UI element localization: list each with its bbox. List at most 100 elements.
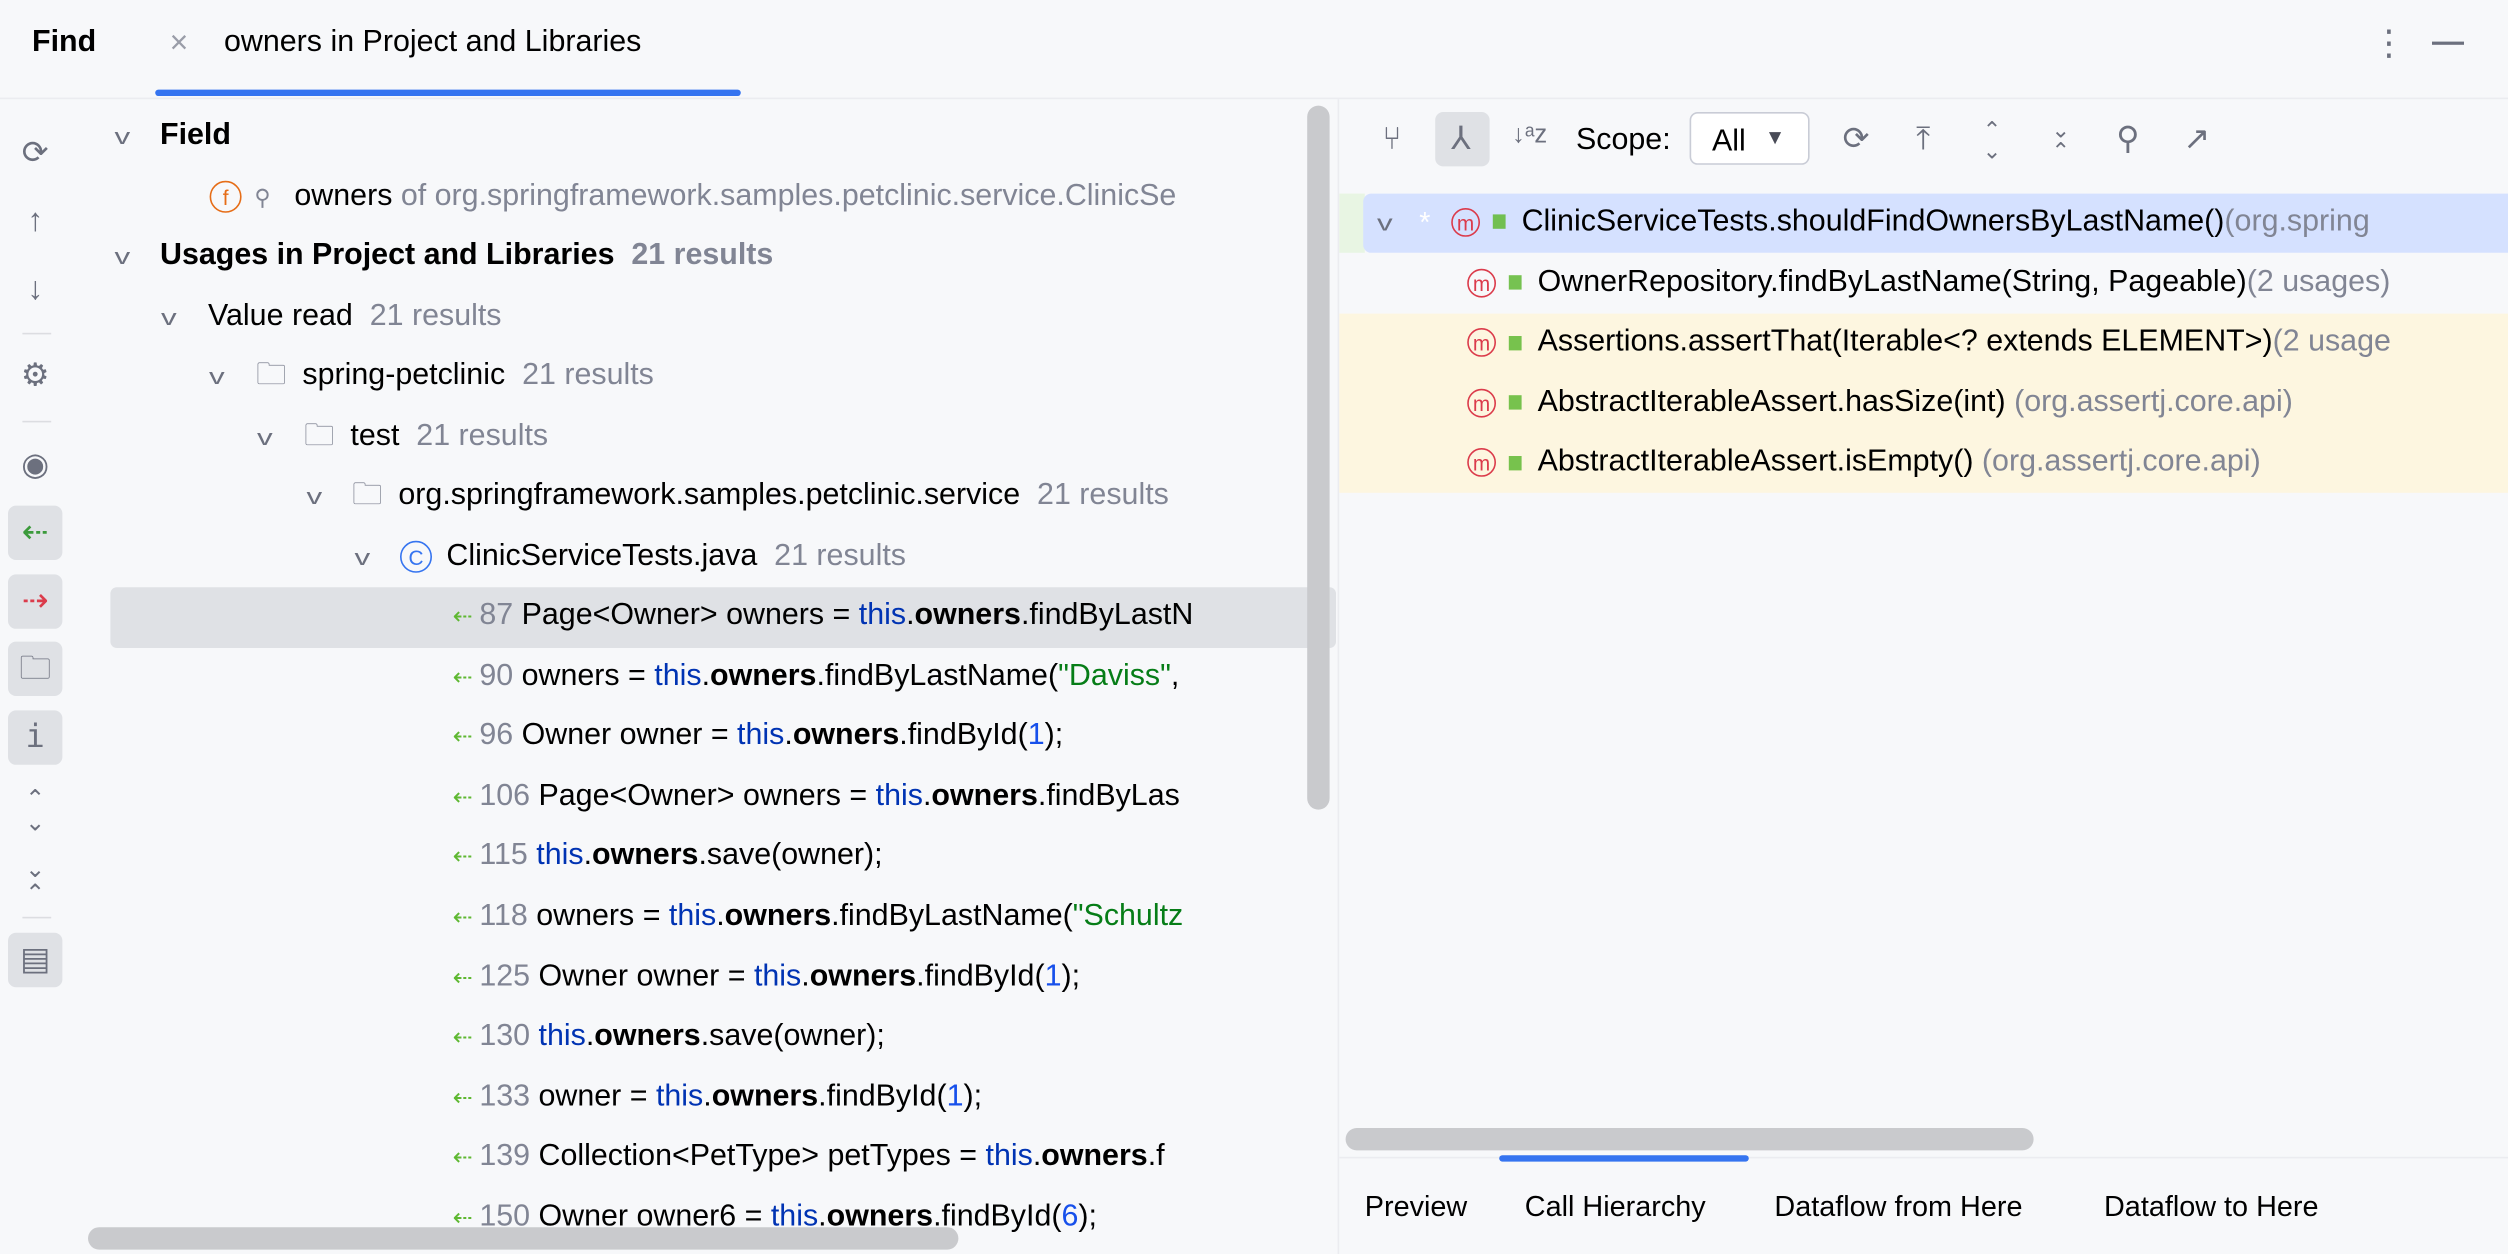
- collapse-all-icon[interactable]: ⌄⌃: [2051, 116, 2071, 163]
- read-access-icon: ⇠: [452, 1144, 473, 1172]
- field-icon: f: [209, 180, 242, 213]
- code-fragment: .: [703, 1079, 712, 1114]
- tab-dataflow-from-here[interactable]: Dataflow from Here: [1774, 1190, 2023, 1223]
- code-fragment: );: [1061, 959, 1081, 993]
- code-fragment: owners: [594, 1019, 701, 1054]
- callee-hierarchy-icon[interactable]: ⅄: [1451, 121, 1471, 157]
- horizontal-scrollbar[interactable]: [88, 1227, 959, 1250]
- tab-call-hierarchy[interactable]: Call Hierarchy: [1524, 1190, 1706, 1223]
- usage-line[interactable]: ⇠87 Page<Owner> owners = this.owners.fin…: [453, 587, 1194, 645]
- chevron-down-icon[interactable]: v: [1376, 209, 1393, 236]
- code-fragment: Owner owner =: [538, 959, 754, 993]
- code-fragment: owners: [792, 718, 900, 753]
- close-icon[interactable]: ×: [169, 25, 189, 61]
- collapse-all-icon[interactable]: ⌄⌃: [25, 856, 46, 908]
- tab-owners[interactable]: owners in Project and Libraries: [224, 25, 642, 60]
- usage-line[interactable]: ⇠106 Page<Owner> owners = this.owners.fi…: [453, 768, 1180, 826]
- code-fragment: .: [1032, 1139, 1042, 1174]
- code-fragment: .: [701, 658, 711, 693]
- pin-icon[interactable]: ⚲: [2116, 121, 2140, 157]
- usage-line[interactable]: ⇠115 this.owners.save(owner);: [453, 828, 883, 886]
- bottom-tab-indicator: [1499, 1155, 1749, 1162]
- hierarchy-item[interactable]: m Assertions.assertThat(Iterable<? extend…: [1467, 314, 2391, 372]
- expand-all-icon[interactable]: ⌃⌄: [25, 785, 46, 837]
- code-fragment: .: [784, 718, 793, 753]
- key-icon: ⚲: [254, 184, 271, 210]
- tab-dataflow-to-here[interactable]: Dataflow to Here: [2104, 1190, 2319, 1223]
- line-number: 106: [479, 778, 531, 813]
- previous-occurrence-icon[interactable]: ↑: [27, 203, 44, 239]
- group-by-directory-icon[interactable]: 🗀: [19, 651, 52, 687]
- usage-line[interactable]: ⇠130 this.owners.save(owner);: [453, 1008, 885, 1066]
- code-fragment: .: [716, 899, 725, 933]
- read-access-icon[interactable]: ⇠: [21, 515, 49, 551]
- method-name: AbstractIterableAssert.hasSize(int): [1537, 385, 2006, 419]
- code-fragment: owners: [592, 839, 699, 873]
- method-name: Assertions.assertThat(Iterable<? extends…: [1537, 325, 2273, 359]
- code-fragment: .findByLastN: [1020, 598, 1194, 632]
- public-access-icon: [1508, 275, 1522, 290]
- code-fragment: this: [737, 718, 785, 753]
- refresh-icon[interactable]: ⟳: [1842, 121, 1870, 157]
- method-icon: m: [1467, 328, 1496, 358]
- method-icon: m: [1467, 388, 1496, 418]
- sort-alpha-icon[interactable]: ↓ᵃz: [1512, 121, 1548, 149]
- code-fragment: "Daviss": [1058, 658, 1171, 693]
- read-access-icon: ⇠: [452, 904, 473, 932]
- settings-icon[interactable]: ⚙: [20, 358, 50, 394]
- caller-hierarchy-icon[interactable]: ⑂: [1382, 121, 1402, 157]
- read-access-icon: ⇠: [452, 1024, 473, 1052]
- code-fragment: .findByLastName(: [816, 658, 1059, 693]
- chevron-down-icon: ▼: [1764, 124, 1786, 149]
- method-name: AbstractIterableAssert.isEmpty(): [1537, 445, 1974, 480]
- code-fragment: .: [922, 778, 932, 813]
- preview-eye-icon[interactable]: ◉: [21, 448, 50, 484]
- code-fragment: 6: [1061, 1200, 1079, 1234]
- rerun-icon[interactable]: ⟳: [21, 136, 49, 172]
- usage-line[interactable]: ⇠139 Collection<PetType> petTypes = this…: [453, 1129, 1165, 1187]
- code-fragment: .findById(: [899, 718, 1028, 753]
- usage-line[interactable]: ⇠90 owners = this.owners.findByLastName(…: [453, 647, 1188, 705]
- code-fragment: this: [875, 778, 923, 813]
- code-fragment: "Schultz: [1072, 899, 1184, 933]
- more-vertical-icon[interactable]: ⋮: [2371, 22, 2407, 63]
- code-fragment: .findByLastName(: [831, 899, 1073, 933]
- line-number: 139: [479, 1139, 531, 1174]
- next-occurrence-icon[interactable]: ↓: [27, 272, 44, 308]
- read-access-icon: ⇠: [452, 843, 473, 872]
- open-in-new-icon[interactable]: ↗: [2183, 121, 2211, 157]
- code-fragment: .findByLas: [1037, 778, 1180, 813]
- info-icon[interactable]: i: [25, 716, 45, 756]
- scope-value: All: [1712, 124, 1746, 159]
- scroll-to-top-icon[interactable]: ⤒: [1916, 121, 1931, 157]
- write-access-icon[interactable]: ⇢: [21, 584, 49, 620]
- minimize-icon[interactable]: [2432, 41, 2464, 45]
- code-fragment: 1: [946, 1079, 964, 1114]
- usage-line[interactable]: ⇠118 owners = this.owners.findByLastName…: [453, 888, 1183, 946]
- tab-preview[interactable]: Preview: [1364, 1190, 1468, 1223]
- usage-line[interactable]: ⇠133 owner = this.owners.findById(1);: [453, 1068, 982, 1126]
- right-horizontal-scrollbar[interactable]: [1345, 1128, 2034, 1151]
- scope-label: Scope:: [1576, 123, 1671, 157]
- header: Find × owners in Project and Libraries ⋮: [0, 0, 2508, 100]
- usage-line[interactable]: ⇠96 Owner owner = this.owners.findById(1…: [453, 708, 1063, 766]
- line-number: 133: [479, 1079, 531, 1114]
- usage-line[interactable]: ⇠125 Owner owner = this.owners.findById(…: [453, 948, 1080, 1006]
- code-fragment: owners: [931, 778, 1038, 813]
- expand-all-icon[interactable]: ⌃⌄: [1982, 116, 2002, 163]
- method-location: (2 usage: [2272, 325, 2391, 359]
- code-fragment: owners =: [536, 899, 669, 933]
- method-name: ClinicServiceTests.shouldFindOwnersByLas…: [1521, 204, 2225, 239]
- scope-dropdown[interactable]: All ▼: [1689, 112, 1810, 165]
- code-fragment: 1: [1027, 718, 1045, 753]
- preview-panel-icon[interactable]: ▤: [20, 942, 51, 978]
- panel-divider[interactable]: [1337, 99, 1340, 1254]
- vertical-scrollbar[interactable]: [1307, 105, 1330, 810]
- method-icon: m: [1451, 207, 1480, 237]
- method-location: (org.spring: [2224, 204, 2370, 239]
